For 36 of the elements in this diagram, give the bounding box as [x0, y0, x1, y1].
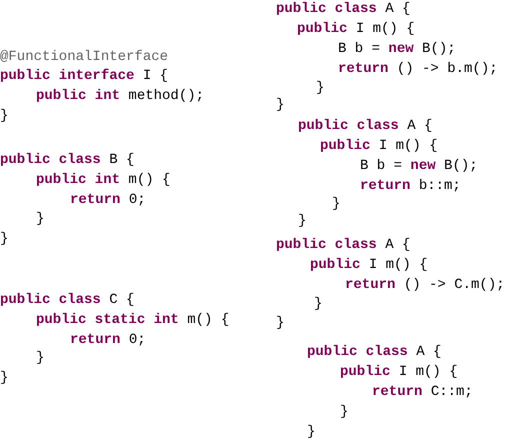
code-line: } [316, 79, 324, 97]
code-line: return C::m; [372, 383, 473, 401]
code-line: public class B { [0, 151, 134, 169]
code-line: public I m() { [297, 20, 415, 38]
code-line: public I m() { [310, 256, 428, 274]
code-line: } [298, 212, 306, 230]
code-line: public class A { [298, 117, 432, 135]
code-line: public class A { [307, 343, 442, 361]
code-line: public int method(); [36, 87, 204, 105]
code-line: public class A { [276, 236, 410, 254]
annotation-line: @FunctionalInterface [0, 48, 168, 66]
code-line: } [0, 107, 8, 125]
code-line: } [36, 210, 44, 228]
code-line: } [340, 403, 348, 421]
code-line: } [314, 295, 322, 313]
code-line: } [0, 369, 8, 387]
code-line: public int m() { [36, 171, 170, 189]
code-line: } [307, 423, 316, 441]
code-line: } [276, 96, 284, 114]
code-line: public class A { [276, 0, 410, 18]
code-line: return () -> b.m(); [338, 60, 498, 78]
code-line: return b::m; [360, 177, 461, 195]
code-line: } [0, 230, 8, 248]
code-line: } [276, 314, 284, 332]
code-line: } [332, 195, 340, 213]
code-line: public interface I { [0, 67, 168, 85]
code-line: public class C { [0, 291, 134, 309]
code-line: public static int m() { [36, 311, 230, 329]
code-line: public I m() { [320, 137, 438, 155]
code-line: return 0; [70, 191, 146, 209]
code-line: return () -> C.m(); [345, 276, 505, 294]
code-line: public I m() { [340, 363, 458, 381]
code-line: return 0; [70, 331, 146, 349]
code-line: } [36, 349, 44, 367]
code-line: B b = new B(); [338, 40, 456, 58]
code-line: B b = new B(); [360, 157, 478, 175]
